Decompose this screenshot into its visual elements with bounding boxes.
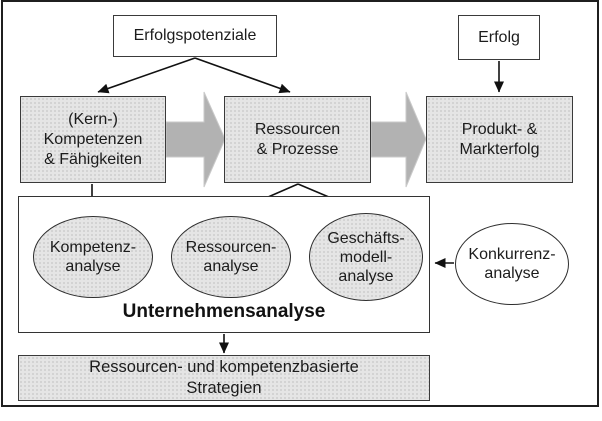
figure-frame: [1, 0, 599, 407]
ellipse-geschaeftsmodellanalyse: Geschäfts- modell- analyse: [309, 213, 423, 301]
box-ressourcen-prozesse: Ressourcen & Prozesse: [224, 96, 371, 183]
box-kernkompetenzen-line1: (Kern-): [68, 110, 118, 128]
ellipse-kompetenzanalyse: Kompetenz- analyse: [33, 216, 153, 298]
box-strategien-line1: Ressourcen- und kompetenzbasierte: [89, 358, 359, 376]
box-produkt-markterfolg: Produkt- & Markterfolg: [426, 96, 573, 183]
box-ressourcen-line1: Ressourcen: [254, 120, 341, 138]
box-kernkompetenzen-line2: Kompetenzen: [43, 130, 143, 148]
ellipse-konkurrenz-line2: analyse: [484, 265, 540, 282]
box-strategien: Ressourcen- und kompetenzbasierte Strate…: [18, 355, 430, 401]
ellipse-konkurrenzanalyse: Konkurrenz- analyse: [455, 223, 569, 305]
box-erfolg-label: Erfolg: [478, 28, 520, 46]
ellipse-geschaeftsmodell-line2: modell-: [339, 248, 393, 266]
ellipse-konkurrenz-line1: Konkurrenz-: [468, 246, 556, 263]
box-ressourcen-line2: & Prozesse: [256, 140, 339, 158]
box-kernkompetenzen-line3: & Fähigkeiten: [44, 150, 142, 168]
box-erfolgspotenziale: Erfolgspotenziale: [113, 15, 277, 57]
ellipse-geschaeftsmodell-line3: analyse: [338, 267, 394, 285]
box-kernkompetenzen: (Kern-) Kompetenzen & Fähigkeiten: [20, 96, 166, 183]
ellipse-kompetenz-line1: Kompetenz-: [49, 239, 137, 256]
box-produkt-line1: Produkt- &: [461, 120, 538, 138]
ellipse-ressourcen-line2: analyse: [203, 258, 259, 275]
box-produkt-line2: Markterfolg: [459, 140, 540, 158]
box-erfolg: Erfolg: [458, 15, 540, 60]
ellipse-ressourcen-line1: Ressourcen-: [185, 239, 277, 256]
box-erfolgspotenziale-label: Erfolgspotenziale: [133, 27, 257, 44]
ellipse-ressourcenanalyse: Ressourcen- analyse: [171, 216, 291, 298]
box-strategien-line2: Strategien: [186, 379, 262, 397]
label-unternehmensanalyse: Unternehmensanalyse: [122, 301, 326, 322]
ellipse-geschaeftsmodell-line1: Geschäfts-: [327, 229, 405, 247]
ellipse-kompetenz-line2: analyse: [65, 258, 121, 275]
